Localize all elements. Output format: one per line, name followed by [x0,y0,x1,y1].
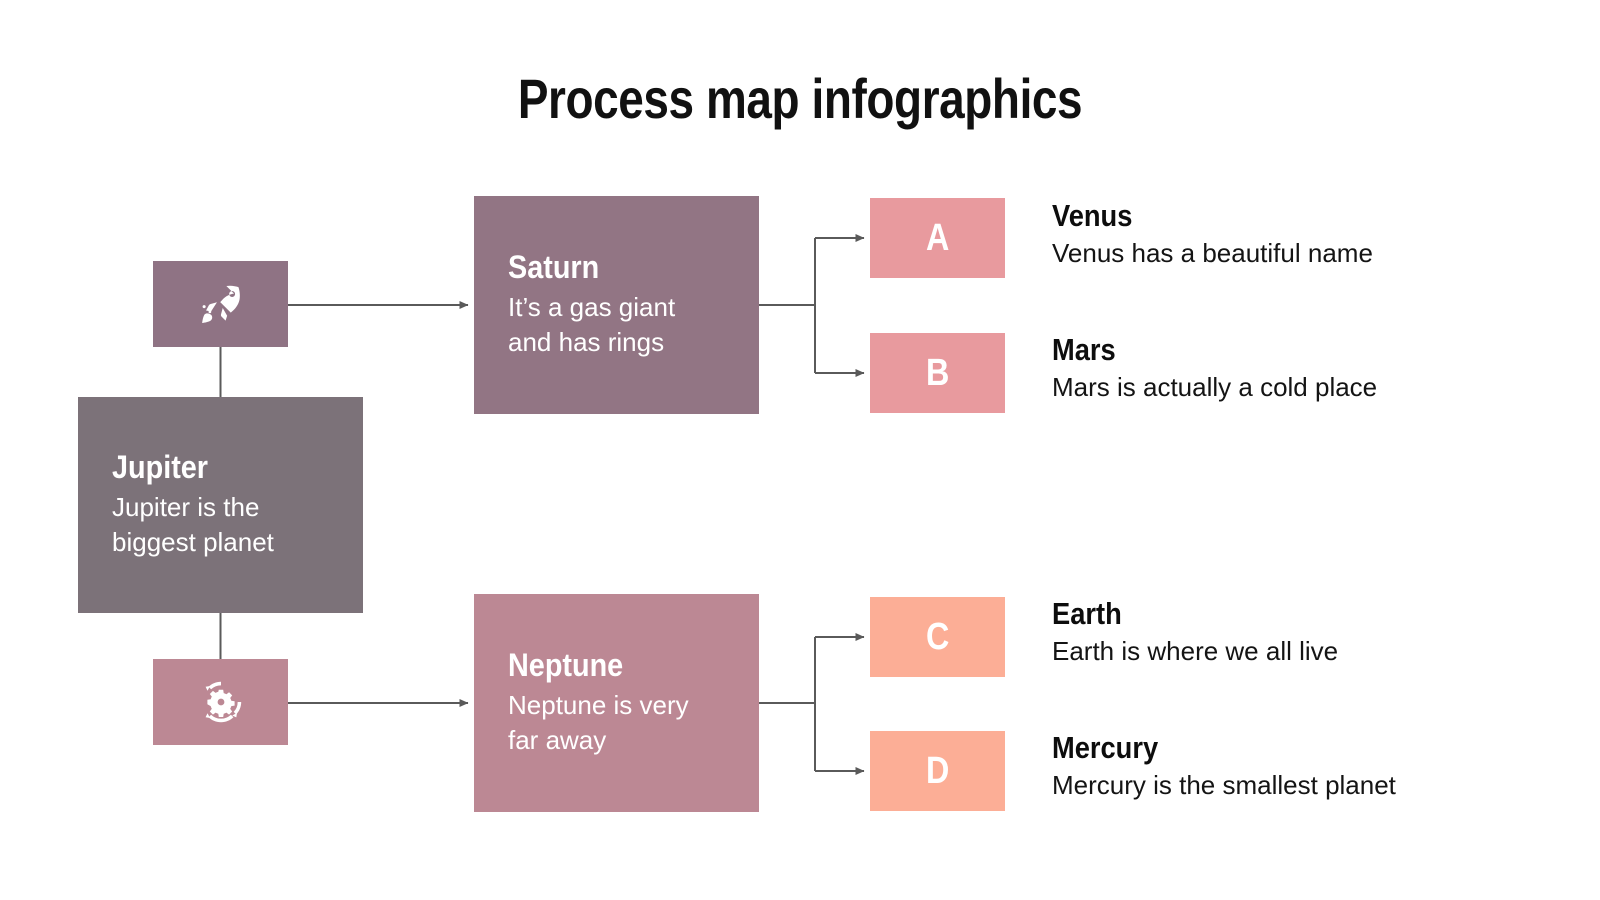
caption-mars-desc: Mars is actually a cold place [1052,371,1378,402]
badge-a-label: A [925,216,950,259]
node-jupiter[interactable]: Jupiter Jupiter is the biggest planet [78,397,363,613]
node-neptune[interactable]: Neptune Neptune is very far away [474,594,759,812]
caption-venus: Venus Venus has a beautiful name [1052,198,1373,269]
jupiter-title: Jupiter [112,448,209,485]
caption-mercury-title: Mercury [1052,730,1159,765]
neptune-desc-line2: far away [508,724,607,755]
caption-earth-title: Earth [1052,596,1122,631]
caption-earth: Earth Earth is where we all live [1052,596,1339,667]
jupiter-desc-line1: Jupiter is the [112,491,260,522]
badge-a[interactable]: A [870,198,1005,278]
badge-b-label: B [925,351,950,394]
badge-b[interactable]: B [870,333,1005,413]
node-saturn[interactable]: Saturn It’s a gas giant and has rings [474,196,759,414]
badge-c[interactable]: C [870,597,1005,677]
badge-d-label: D [925,749,950,792]
node-gear-icon-box[interactable] [153,659,288,745]
gear-process-icon [197,678,245,726]
caption-venus-title: Venus [1052,198,1133,233]
node-rocket-icon-box[interactable] [153,261,288,347]
rocket-icon [198,281,244,327]
badge-d[interactable]: D [870,731,1005,811]
neptune-title: Neptune [508,646,624,683]
saturn-desc-line1: It’s a gas giant [508,291,676,322]
saturn-desc-line2: and has rings [508,326,665,357]
page-title: Process map infographics [517,67,1083,130]
saturn-title: Saturn [508,248,600,285]
caption-mercury: Mercury Mercury is the smallest planet [1052,730,1396,801]
badge-c-label: C [925,615,950,658]
caption-mars-title: Mars [1052,332,1116,367]
caption-mercury-desc: Mercury is the smallest planet [1052,769,1396,800]
caption-earth-desc: Earth is where we all live [1052,635,1339,666]
caption-mars: Mars Mars is actually a cold place [1052,332,1378,403]
jupiter-desc-line2: biggest planet [112,526,274,557]
neptune-desc-line1: Neptune is very [508,689,689,720]
caption-venus-desc: Venus has a beautiful name [1052,237,1373,268]
